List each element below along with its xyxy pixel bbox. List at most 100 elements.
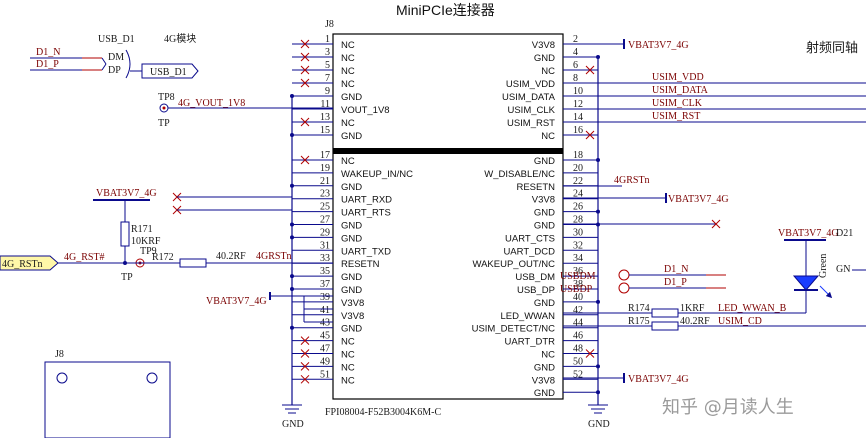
dm-label: DM — [108, 52, 124, 63]
r175-value: 40.2RF — [680, 316, 710, 327]
right-pin-number: 36 — [573, 266, 583, 277]
left-pin-number: 13 — [320, 112, 330, 123]
left-pin-name: NC — [341, 156, 355, 167]
right-pin-name: NC — [541, 66, 555, 77]
right-pin-number: 44 — [573, 318, 583, 329]
right-pin-name: WAKEUP_OUT/NC — [472, 259, 555, 270]
r174-value: 1KRF — [680, 303, 705, 314]
right-pin-name: UART_CTS — [505, 233, 555, 244]
right-pin-name: NC — [541, 350, 555, 361]
left-pin-number: 21 — [320, 176, 330, 187]
r175-label: R175 — [628, 316, 650, 327]
tp8-label: TP8 — [158, 92, 175, 103]
r172-value: 40.2RF — [216, 251, 246, 262]
no-connect-mark — [300, 336, 310, 345]
right-pin-name: UART_DTR — [505, 337, 556, 348]
usim-cd-net: USIM_CD — [718, 316, 762, 327]
left-pin-number: 1 — [325, 34, 330, 45]
no-connect-mark — [300, 39, 310, 49]
left-pin-name: VOUT_1V8 — [341, 105, 390, 116]
j8-lower-fragment: J8 — [44, 349, 171, 438]
right-pin-6: 6NC — [541, 60, 598, 77]
led-wwan-b-net: LED_WWAN_B — [718, 303, 787, 314]
right-pin-number: 8 — [573, 73, 578, 84]
no-connect-mark — [585, 349, 595, 358]
right-pin-number: 30 — [573, 227, 583, 238]
right-pin-number: 46 — [573, 331, 583, 342]
left-pin-name: GND — [341, 221, 362, 232]
diagram-title: MiniPCIe连接器 — [396, 2, 495, 18]
left-pin-number: 37 — [320, 279, 330, 290]
right-pin-number: 40 — [573, 292, 583, 303]
gnd-label-right: GND — [588, 419, 610, 430]
left-pin-name: GND — [341, 182, 362, 193]
right-pin-number: 22 — [573, 176, 583, 187]
left-pin-name: NC — [341, 350, 355, 361]
left-pin-number: 41 — [320, 305, 330, 316]
right-pin-name: USIM_RST — [507, 118, 555, 129]
reset-circuit: VBAT3V7_4G R171 10KRF TP9 TP R172 40.2RF… — [0, 188, 333, 283]
left-pin-name: V3V8 — [341, 311, 364, 322]
usbdm-net: USBDM — [560, 271, 596, 282]
left-pin-name: GND — [341, 233, 362, 244]
right-pin-name: USIM_DATA — [502, 92, 556, 103]
no-connect-mark — [300, 117, 310, 127]
left-pin-number: 11 — [320, 99, 330, 110]
usim-vdd-net: USIM_VDD — [652, 72, 704, 83]
left-pin-number: 27 — [320, 215, 330, 226]
d1-n-label-left: D1_N — [36, 47, 60, 58]
right-pin-number: 16 — [573, 125, 583, 136]
right-pin-name: NC — [541, 131, 555, 142]
connector-body — [332, 33, 564, 400]
dp-label: DP — [108, 65, 121, 76]
right-pin-name: GND — [534, 298, 555, 309]
left-pin-7: 7NC — [292, 73, 355, 90]
connector-ref: J8 — [325, 19, 334, 30]
d1-p-label-left: D1_P — [36, 59, 59, 70]
right-pin-group: 2V3V84GND6NC8USIM_VDD10USIM_DATA12USIM_C… — [472, 34, 600, 399]
right-pin-number: 4 — [573, 47, 578, 58]
no-connect-mark — [300, 52, 310, 62]
r175-resistor — [651, 321, 679, 331]
left-pin-number: 15 — [320, 125, 330, 136]
right-pin-name: RESETN — [516, 182, 555, 193]
usb-d1-title: USB_D1 — [98, 34, 135, 45]
left-pin-number: 5 — [325, 60, 330, 71]
gn-label: GN — [836, 264, 850, 275]
left-pin-number: 49 — [320, 356, 330, 367]
no-connect-mark — [300, 78, 310, 88]
right-pin-name: USB_DP — [517, 285, 555, 296]
vbat-label-reset: VBAT3V7_4G — [96, 188, 157, 199]
left-pin-number: 43 — [320, 318, 330, 329]
no-connect-mark — [300, 349, 310, 358]
resetn-net-right: 4GRSTn — [614, 175, 650, 186]
right-pin-name: V3V8 — [532, 375, 555, 386]
right-pin-number: 6 — [573, 60, 578, 71]
left-pin-number: 9 — [325, 86, 330, 97]
part-number: FPI08004-F52B3004K6M-C — [325, 407, 441, 418]
left-pin-1: 1NC — [292, 34, 355, 51]
no-connect-mark — [300, 362, 310, 371]
left-pin-number: 33 — [320, 253, 330, 264]
left-pin-name: UART_TXD — [341, 246, 391, 257]
right-pin-name: GND — [534, 388, 555, 399]
r171-resistor — [120, 221, 130, 247]
d21-label: D21 — [836, 228, 853, 239]
4g-rstn-port — [0, 255, 59, 271]
vbat-left-power: VBAT3V7_4G — [206, 292, 333, 323]
